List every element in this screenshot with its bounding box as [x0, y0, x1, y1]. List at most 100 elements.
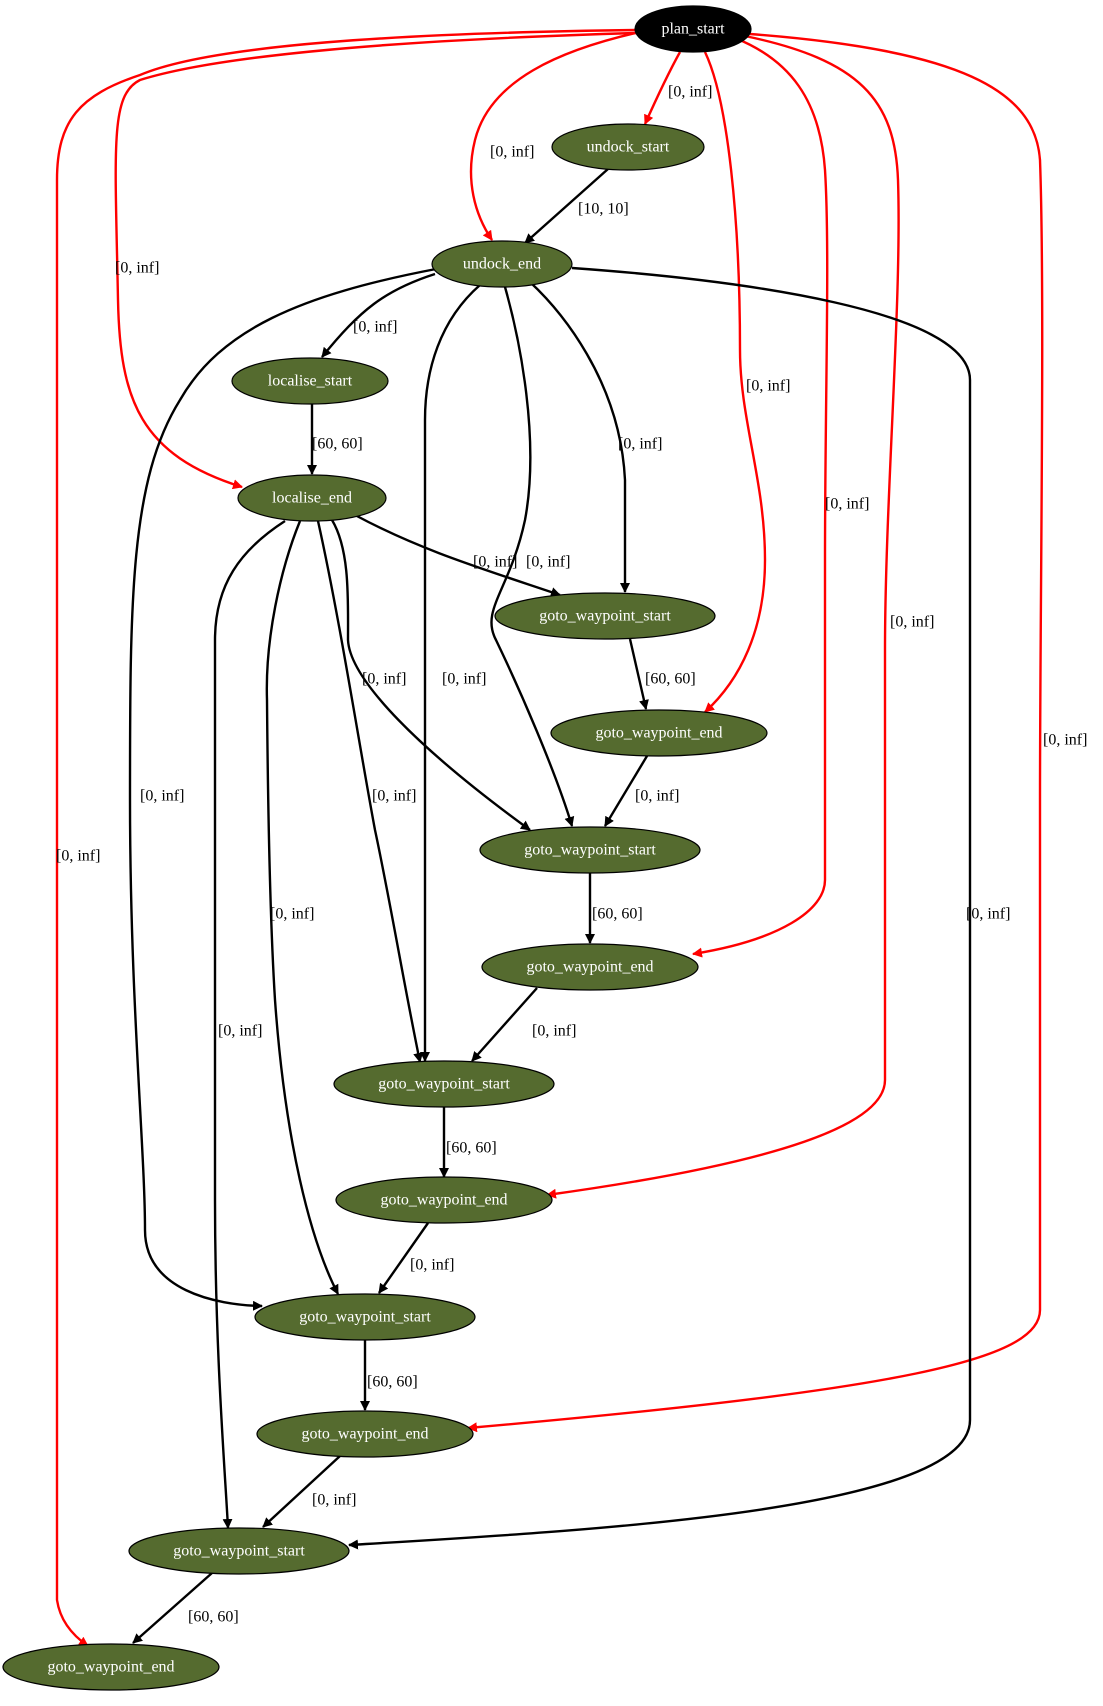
node-plan_start[interactable]: plan_start: [634, 5, 752, 53]
edge-plan_start-to-gwe4: [467, 32, 1044, 1433]
edge-label: [0, inf]: [746, 378, 790, 395]
node-shape[interactable]: [551, 123, 705, 171]
node-shape[interactable]: [479, 826, 701, 874]
edge-label: [0, inf]: [270, 906, 314, 923]
edge-label: [10, 10]: [578, 201, 629, 218]
edge-label: [60, 60]: [446, 1140, 497, 1157]
node-label: goto_waypoint_start: [378, 1076, 510, 1093]
node-undock_end[interactable]: undock_end: [431, 240, 573, 288]
edge-gwe2-to-gws3: [471, 987, 538, 1062]
node-label: undock_start: [587, 139, 670, 156]
edge-plan_start-to-localise_end: [114, 31, 637, 490]
edge-plan_start-to-gwe1: [703, 51, 767, 713]
edge-label: [0, inf]: [1043, 732, 1087, 749]
edge-label: [0, inf]: [442, 671, 486, 688]
edge-label: [0, inf]: [618, 436, 662, 453]
node-label: goto_waypoint_end: [47, 1659, 174, 1676]
edge-label: [60, 60]: [312, 436, 363, 453]
node-label: goto_waypoint_end: [380, 1192, 507, 1209]
edge-label: [0, inf]: [668, 84, 712, 101]
node-label: goto_waypoint_end: [526, 959, 653, 976]
edge-localise_end-to-gws5: [213, 519, 286, 1529]
node-shape[interactable]: [231, 357, 389, 405]
edge-label: [0, inf]: [526, 554, 570, 571]
edge-plan_start-to-undock_start: [643, 51, 682, 125]
edge-label: [60, 60]: [592, 906, 643, 923]
edge-plan_start-to-gwe3: [546, 34, 900, 1199]
node-shape[interactable]: [333, 1060, 555, 1108]
node-label: localise_start: [268, 373, 353, 390]
node-shape[interactable]: [634, 5, 752, 53]
edge-gwe1-to-gws2: [603, 755, 649, 827]
node-gws3[interactable]: goto_waypoint_start: [333, 1060, 555, 1108]
node-label: goto_waypoint_start: [524, 842, 656, 859]
edge-undock_end-to-localise_start: [321, 272, 436, 358]
edge-label: [0, inf]: [362, 671, 406, 688]
edge-undock_end-to-gws5: [348, 266, 972, 1550]
node-shape[interactable]: [431, 240, 573, 288]
node-shape[interactable]: [128, 1527, 350, 1575]
edge-label: [0, inf]: [218, 1023, 262, 1040]
edge-gws5-to-gwe5: [132, 1572, 213, 1644]
node-shape[interactable]: [2, 1643, 220, 1691]
edge-plan_start-to-undock_end: [469, 30, 641, 241]
node-shape[interactable]: [494, 592, 716, 640]
node-gws1[interactable]: goto_waypoint_start: [494, 592, 716, 640]
edge-label: [60, 60]: [645, 671, 696, 688]
node-shape[interactable]: [481, 943, 699, 991]
edges-layer: [55, 28, 1044, 1647]
node-undock_start[interactable]: undock_start: [551, 123, 705, 171]
edge-label: [0, inf]: [410, 1257, 454, 1274]
node-label: goto_waypoint_start: [173, 1543, 305, 1560]
edge-label: [60, 60]: [188, 1609, 239, 1626]
node-label: localise_end: [272, 490, 352, 507]
node-shape[interactable]: [335, 1176, 553, 1224]
edge-localise_end-to-gws4: [265, 520, 340, 1295]
edge-label: [0, inf]: [966, 906, 1010, 923]
nodes-layer: plan_start undock_start undock_end localise…: [2, 5, 768, 1691]
edge-label: [0, inf]: [140, 788, 184, 805]
node-gwe3[interactable]: goto_waypoint_end: [335, 1176, 553, 1224]
node-label: undock_end: [463, 256, 541, 273]
node-localise_end[interactable]: localise_end: [237, 474, 387, 522]
node-gwe5[interactable]: goto_waypoint_end: [2, 1643, 220, 1691]
node-shape[interactable]: [550, 709, 768, 757]
node-gwe4[interactable]: goto_waypoint_end: [256, 1410, 474, 1458]
edge-label: [60, 60]: [367, 1374, 418, 1391]
edge-gws1-to-gwe1: [628, 638, 649, 710]
node-label: goto_waypoint_end: [301, 1426, 428, 1443]
edge-undock_end-to-gws1: [529, 281, 630, 593]
edge-label: [0, inf]: [473, 554, 517, 571]
node-label: plan_start: [661, 21, 725, 38]
edge-undock_end-to-gws4: [128, 267, 437, 1311]
node-shape[interactable]: [254, 1293, 476, 1341]
edge-localise_end-to-gws1: [354, 513, 561, 597]
edge-labels-layer: [0, inf] [0, inf] [0, inf] [0, inf] [0, inf]…: [56, 84, 1087, 1626]
node-gwe1[interactable]: goto_waypoint_end: [550, 709, 768, 757]
node-gws2[interactable]: goto_waypoint_start: [479, 826, 701, 874]
edge-undock_end-to-gws3: [420, 284, 481, 1062]
edge-gwe4-to-gws5: [262, 1455, 341, 1528]
node-shape[interactable]: [237, 474, 387, 522]
edge-label: [0, inf]: [490, 144, 534, 161]
node-gwe2[interactable]: goto_waypoint_end: [481, 943, 699, 991]
edge-label: [0, inf]: [532, 1023, 576, 1040]
edge-label: [0, inf]: [312, 1492, 356, 1509]
edge-undock_start-to-undock_end: [524, 168, 609, 244]
edge-plan_start-to-gwe5: [55, 28, 637, 1647]
node-label: goto_waypoint_end: [595, 725, 722, 742]
edge-localise_end-to-gws3: [316, 520, 424, 1063]
node-label: goto_waypoint_start: [299, 1309, 431, 1326]
node-localise_start[interactable]: localise_start: [231, 357, 389, 405]
edge-label: [0, inf]: [372, 788, 416, 805]
node-shape[interactable]: [256, 1410, 474, 1458]
node-gws5[interactable]: goto_waypoint_start: [128, 1527, 350, 1575]
edge-gwe3-to-gws4: [378, 1222, 429, 1294]
edge-label: [0, inf]: [353, 319, 397, 336]
edge-label: [0, inf]: [115, 260, 159, 277]
edge-label: [0, inf]: [890, 614, 934, 631]
node-label: goto_waypoint_start: [539, 608, 671, 625]
node-gws4[interactable]: goto_waypoint_start: [254, 1293, 476, 1341]
